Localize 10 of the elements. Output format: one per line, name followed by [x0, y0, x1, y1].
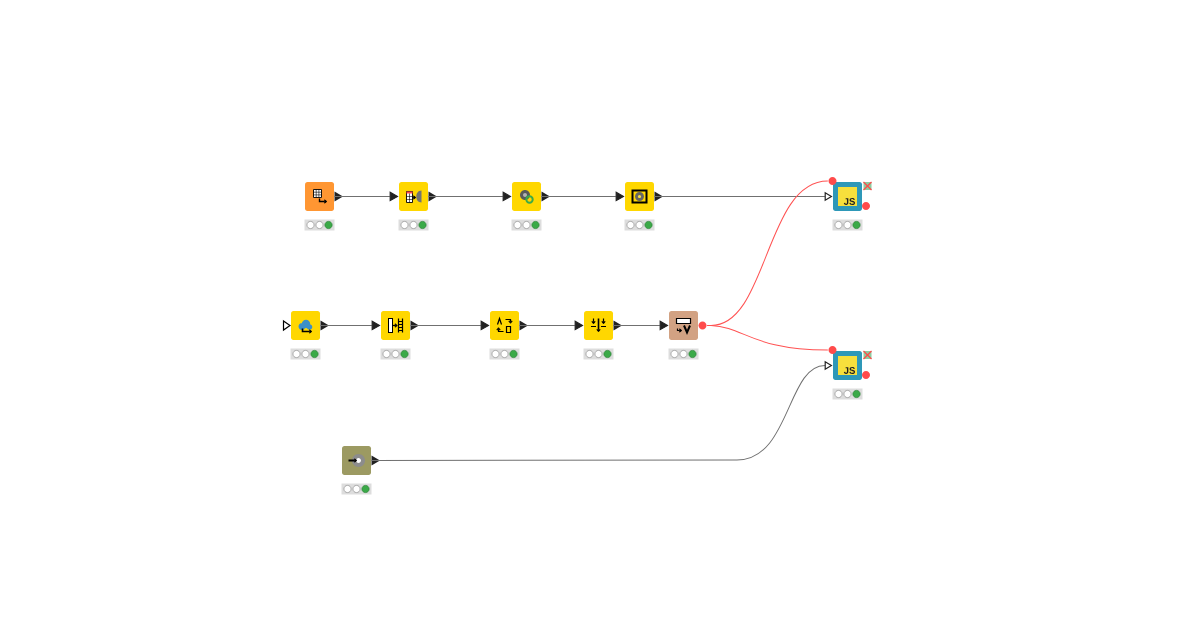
arrow: [333, 191, 399, 202]
arrow: [409, 320, 490, 331]
arrow: [319, 320, 381, 331]
arrow: [518, 320, 584, 331]
connector-line: [706, 325, 829, 351]
node-box: JS: [833, 351, 862, 380]
node-box: JS: [833, 182, 862, 211]
arrow: [612, 320, 669, 331]
arrow: [427, 191, 512, 202]
arrow: [540, 191, 625, 202]
